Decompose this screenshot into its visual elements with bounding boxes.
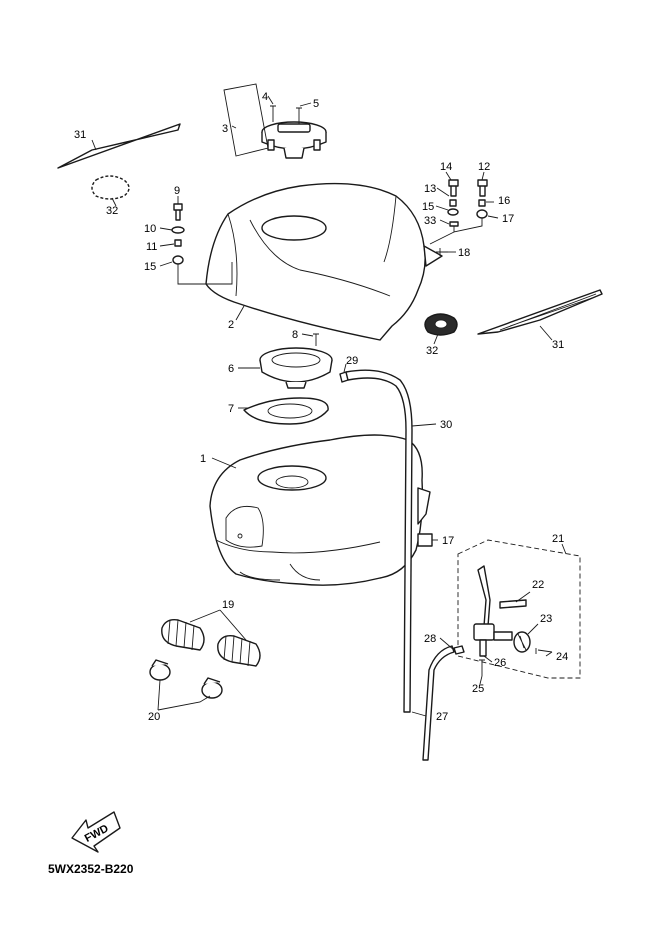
callout-29: 29	[346, 355, 358, 367]
spacer-14	[449, 199, 457, 207]
spacer-16	[478, 199, 486, 207]
callout-27: 27	[436, 711, 448, 723]
callout-32-right: 32	[426, 345, 438, 357]
leader-lines	[91, 95, 567, 717]
callout-31-left: 31	[74, 129, 86, 141]
callout-22: 22	[532, 579, 544, 591]
clip-28	[453, 645, 465, 655]
callout-11: 11	[146, 241, 157, 253]
bolt-13	[448, 179, 459, 197]
screw-5	[296, 107, 302, 124]
callout-9: 9	[174, 185, 180, 197]
callout-31-right: 31	[552, 339, 564, 351]
callout-1: 1	[200, 453, 206, 465]
washer-10	[171, 226, 185, 234]
bolt-9	[173, 203, 183, 221]
callout-21: 21	[552, 533, 564, 545]
drawing-code: 5WX2352-B220	[48, 862, 134, 876]
screw-4	[270, 105, 276, 122]
gasket-7	[243, 397, 329, 425]
callout-10: 10	[144, 223, 156, 235]
hose-clamp-20	[149, 659, 223, 699]
filler-ring-6	[259, 347, 333, 389]
callout-30: 30	[440, 419, 452, 431]
grommet-17-right	[476, 209, 488, 219]
callout-33: 33	[424, 215, 436, 227]
collar-33	[449, 221, 459, 227]
clip-18	[436, 248, 448, 256]
callout-25: 25	[472, 683, 484, 695]
callout-17-upper: 17	[502, 213, 514, 225]
lead-33-17	[429, 218, 483, 245]
callout-13: 14	[440, 161, 452, 173]
tank-cover	[205, 182, 443, 341]
callout-26: 26	[494, 657, 506, 669]
callout-24: 24	[556, 651, 568, 663]
bracket-3	[223, 83, 269, 157]
fuel-cock-assembly	[473, 565, 531, 657]
callout-17-lower: 17	[442, 535, 454, 547]
callout-12: 12	[478, 161, 490, 173]
spacer-11	[174, 239, 182, 247]
screw-24	[535, 648, 553, 654]
callout-5: 5	[313, 98, 319, 110]
callout-19: 19	[222, 599, 234, 611]
callout-7: 7	[228, 403, 234, 415]
lead-15-left	[177, 262, 233, 285]
callout-6: 6	[228, 363, 234, 375]
callout-2: 2	[228, 319, 234, 331]
fuel-cap-assembly	[261, 121, 327, 159]
callout-18: 18	[458, 247, 470, 259]
forward-arrow-icon	[71, 811, 121, 853]
decal-stripe-left	[57, 123, 181, 169]
grommet-17-lower	[417, 533, 433, 547]
seal-22	[499, 599, 527, 609]
screw-25	[479, 659, 485, 676]
callout-4: 4	[262, 91, 268, 103]
fuel-cock-box-21	[457, 539, 581, 679]
grommet-15-left	[172, 255, 184, 265]
callout-3: 3	[222, 123, 228, 135]
callout-8: 8	[292, 329, 298, 341]
emblem-left	[91, 175, 130, 200]
decal-stripe-right	[477, 289, 603, 335]
fuel-tank	[209, 434, 431, 586]
callout-16: 16	[498, 195, 510, 207]
callout-20: 20	[148, 711, 160, 723]
callout-15-right: 15	[422, 201, 434, 213]
screw-8	[313, 333, 319, 346]
callout-23: 23	[540, 613, 552, 625]
callout-15-left: 15	[144, 261, 156, 273]
bolt-12	[477, 179, 488, 197]
hose-27	[422, 645, 455, 761]
callout-28: 28	[424, 633, 436, 645]
callout-14: 13	[424, 183, 436, 195]
hose-30	[345, 369, 413, 713]
joint-hose-19	[161, 618, 261, 667]
callout-32-left: 32	[106, 205, 118, 217]
grommet-15-right	[447, 208, 459, 216]
